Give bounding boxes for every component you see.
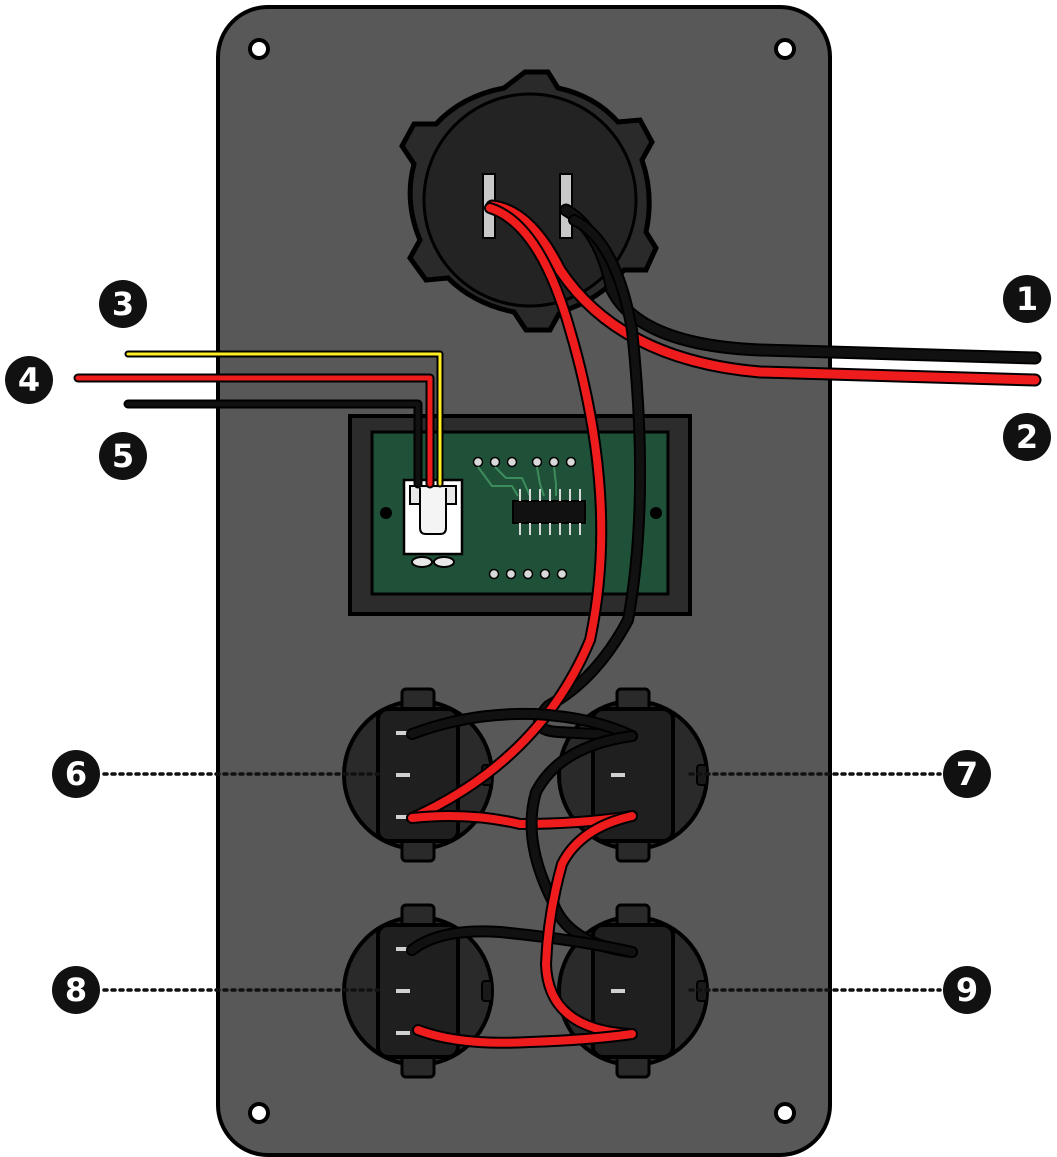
- callout-7: 7: [943, 750, 991, 798]
- display-connector: [402, 478, 464, 568]
- rocker-switch-6: [342, 687, 494, 863]
- callout-label-4: 4: [18, 361, 40, 399]
- wire-4-red: [73, 373, 435, 489]
- pcb-pads-top: [472, 456, 577, 468]
- callout-8: 8: [52, 966, 100, 1014]
- wires: [73, 199, 1042, 1049]
- callout-1: 1: [1003, 275, 1051, 323]
- callout-label-9: 9: [956, 971, 978, 1009]
- wire-black-sw8-sw9-top: [406, 925, 638, 958]
- mounting-holes: [248, 38, 796, 1124]
- callout-5: 5: [99, 432, 147, 480]
- wire-red-sw7-sw9: [540, 810, 638, 1040]
- callout-label-6: 6: [65, 755, 87, 793]
- rocker-switch-9: [557, 903, 709, 1079]
- pcb-pads-bottom: [488, 568, 568, 580]
- mounting-hole-bottom-left: [248, 1102, 270, 1124]
- rocker-switches: [342, 687, 709, 1079]
- callout-label-5: 5: [112, 437, 134, 475]
- rocker-switch-8: [342, 903, 494, 1079]
- wire-red-sw8-sw9-bottom: [412, 1024, 638, 1049]
- socket-inner-well: [422, 92, 638, 308]
- pcb-chip: [512, 489, 586, 535]
- callout-badges: 1 2 3 4 5 6 7 8 9: [5, 275, 1051, 1014]
- mounting-hole-top-right: [774, 38, 796, 60]
- callout-label-2: 2: [1016, 418, 1038, 456]
- callout-3: 3: [99, 280, 147, 328]
- callout-2: 2: [1003, 413, 1051, 461]
- mounting-hole-top-left: [248, 38, 270, 60]
- pcb-traces: [477, 466, 557, 497]
- callout-label-3: 3: [112, 285, 134, 323]
- wire-5-black: [123, 399, 423, 489]
- callout-label-8: 8: [65, 971, 87, 1009]
- wire-black-sw6-sw7-top: [406, 707, 638, 742]
- callout-4: 4: [5, 356, 53, 404]
- wire-socket-red-to-switch-6: [406, 202, 608, 824]
- leader-lines: [102, 772, 942, 992]
- callout-6: 6: [52, 750, 100, 798]
- mounting-hole-bottom-right: [774, 1102, 796, 1124]
- wire-red-sw6-sw7-bottom: [406, 810, 638, 830]
- callout-label-7: 7: [956, 755, 978, 793]
- wire-3-yellow: [124, 350, 444, 488]
- pcb-hole-left: [380, 507, 392, 519]
- wire-black-sw7-sw9: [525, 730, 638, 958]
- wire-2-red: [485, 199, 1042, 387]
- callout-9: 9: [943, 966, 991, 1014]
- pcb-hole-right: [650, 507, 662, 519]
- callout-label-1: 1: [1016, 280, 1038, 318]
